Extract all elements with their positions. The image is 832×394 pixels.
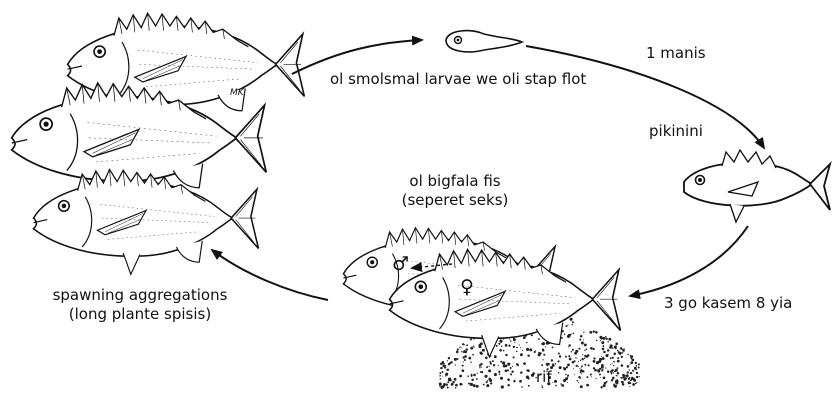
arrow-icon-to-adults — [630, 226, 748, 296]
arrow-icon-to-larvae — [292, 40, 422, 74]
arrow-icon-to-juvenile — [526, 46, 764, 148]
spawning-label-line2: (long plante spisis) — [30, 305, 250, 324]
reef-label: rif — [536, 368, 552, 387]
male-symbol: ♂ — [392, 253, 409, 275]
spawning-label: spawning aggregations (long plante spisi… — [30, 286, 250, 324]
artist-signature: MK — [230, 88, 244, 98]
years-label: 3 go kasem 8 yia — [664, 294, 792, 313]
juvenile-fish-icon — [684, 150, 830, 222]
juvenile-label: pikinini — [649, 122, 703, 141]
adults-label: ol bigfala fis (seperet seks) — [380, 172, 530, 210]
female-symbol: ♀ — [460, 276, 474, 298]
larvae-label: ol smolsmal larvae we oli stap flot — [330, 70, 586, 89]
spawning-label-line1: spawning aggregations — [30, 286, 250, 305]
one-month-label: 1 manis — [646, 44, 706, 63]
adults-label-line1: ol bigfala fis — [380, 172, 530, 191]
larva-icon — [446, 31, 522, 52]
adults-label-line2: (seperet seks) — [380, 191, 530, 210]
